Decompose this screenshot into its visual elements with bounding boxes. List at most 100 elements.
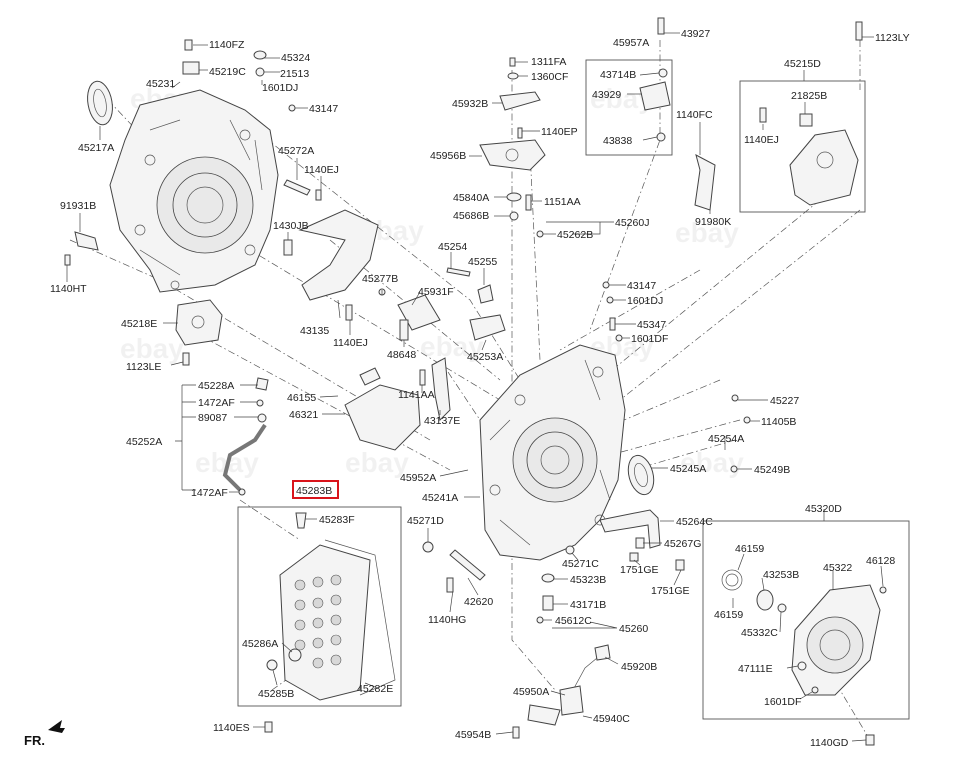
label-45322: 45322: [823, 562, 852, 574]
box-45320D: [702, 520, 910, 720]
label-45219C: 45219C: [209, 66, 246, 78]
fitting-45267G: [635, 537, 645, 549]
label-46321: 46321: [289, 409, 318, 421]
bolt-1141AA: [419, 369, 426, 386]
label-1140HG: 1140HG: [428, 614, 466, 626]
bolt-45227: [731, 394, 739, 402]
label-46159-b: 46159: [714, 609, 743, 621]
label-43927: 43927: [681, 28, 710, 40]
label-45285B: 45285B: [258, 688, 294, 700]
label-45272A: 45272A: [278, 145, 314, 157]
label-43929: 43929: [592, 89, 621, 101]
label-45253A: 45253A: [467, 351, 503, 363]
label-45262B: 45262B: [557, 229, 593, 241]
plug-43171B: [542, 595, 554, 611]
ring-45686B: [509, 211, 519, 221]
lever-45253A: [469, 314, 506, 341]
label-45323B: 45323B: [570, 574, 606, 586]
bolt-1140EP: [517, 127, 523, 139]
label-45347: 45347: [637, 319, 666, 331]
label-45267G: 45267G: [664, 538, 701, 550]
bolt-1751GE-a: [629, 552, 639, 562]
label-46159: 46159: [735, 543, 764, 555]
label-1751GE: 1751GE: [620, 564, 659, 576]
label-43147-right: 43147: [627, 280, 656, 292]
transaxle-housing-45231: [109, 89, 279, 293]
mount-bracket-45215D: [789, 129, 859, 206]
seal-45840A: [506, 192, 522, 202]
label-45324: 45324: [281, 52, 310, 64]
label-11405B: 11405B: [761, 416, 796, 428]
bolt-1123LY: [855, 21, 863, 41]
label-1140GD: 1140GD: [810, 737, 849, 749]
label-91980K: 91980K: [695, 216, 731, 228]
label-45332C: 45332C: [741, 627, 778, 639]
label-1751GE-b: 1751GE: [651, 585, 690, 597]
bolt-46128: [879, 586, 887, 594]
bolt-1140GD: [865, 734, 875, 746]
ring-45612C: [536, 616, 544, 624]
label-1140EJ-box: 1140EJ: [744, 134, 779, 146]
label-45952A: 45952A: [400, 472, 436, 484]
label-45252A: 45252A: [126, 436, 162, 448]
bolt-43927: [657, 17, 665, 35]
washer-1601DJ: [606, 296, 614, 304]
label-45932B: 45932B: [452, 98, 488, 110]
pin-45262B: [536, 230, 544, 238]
direction-label: FR.: [24, 733, 45, 748]
label-46155: 46155: [287, 392, 316, 404]
label-45954B: 45954B: [455, 729, 491, 741]
label-45286A: 45286A: [242, 638, 278, 650]
tube-45264C: [599, 509, 661, 549]
label-45218E: 45218E: [121, 318, 157, 330]
lever-43929: [639, 81, 671, 111]
label-1360CF: 1360CF: [531, 71, 568, 83]
bolt-1311FA: [509, 57, 516, 67]
oring-46159-a: [721, 569, 743, 591]
washer-1601DF: [615, 334, 623, 342]
deflector-43135: [298, 209, 379, 301]
clip-46155: [359, 367, 381, 386]
label-45283B: 45283B: [296, 485, 332, 497]
label-45255: 45255: [468, 256, 497, 268]
box-45215D: [739, 80, 866, 213]
label-1140FZ: 1140FZ: [209, 39, 245, 51]
label-46128: 46128: [866, 555, 895, 567]
label-1141AA: 1141AA: [398, 389, 435, 401]
label-45277B: 45277B: [362, 273, 398, 285]
label-45227: 45227: [770, 395, 799, 407]
label-48648: 48648: [387, 349, 416, 361]
label-45271D: 45271D: [407, 515, 444, 527]
seal-43253B: [756, 589, 774, 611]
label-1123LY: 1123LY: [875, 32, 910, 44]
box-oil-pan: [237, 506, 402, 707]
label-45283F: 45283F: [319, 514, 355, 526]
label-43838: 43838: [603, 135, 632, 147]
label-45260: 45260: [619, 623, 648, 635]
bracket-91931B: [74, 231, 99, 251]
label-1601DJ-right: 1601DJ: [627, 295, 663, 307]
rear-cover-45322: [791, 584, 881, 696]
label-43253B: 43253B: [763, 569, 799, 581]
plug-43147: [288, 104, 296, 112]
bolt-45283F: [295, 512, 307, 529]
label-1140EJ-lower: 1140EJ: [333, 337, 368, 349]
bolt-1140FZ: [184, 39, 193, 51]
label-21825B: 21825B: [791, 90, 827, 102]
label-1601DF-rear: 1601DF: [764, 696, 801, 708]
plug-45324: [253, 50, 267, 60]
label-21513: 21513: [280, 68, 309, 80]
label-45217A: 45217A: [78, 142, 114, 154]
oil-seal-45217A: [87, 80, 113, 126]
label-45957A: 45957A: [613, 37, 649, 49]
bolt-1751GE-b: [675, 559, 685, 571]
hose-45252A: [222, 377, 269, 496]
plug-43147-right: [602, 281, 610, 289]
label-45271C: 45271C: [562, 558, 599, 570]
label-45282E: 45282E: [357, 683, 393, 695]
label-45231: 45231: [146, 78, 175, 90]
label-1472AF: 1472AF: [198, 397, 235, 409]
transmission-case-45241A: [479, 344, 626, 561]
bolt-1140EJ: [315, 189, 322, 201]
